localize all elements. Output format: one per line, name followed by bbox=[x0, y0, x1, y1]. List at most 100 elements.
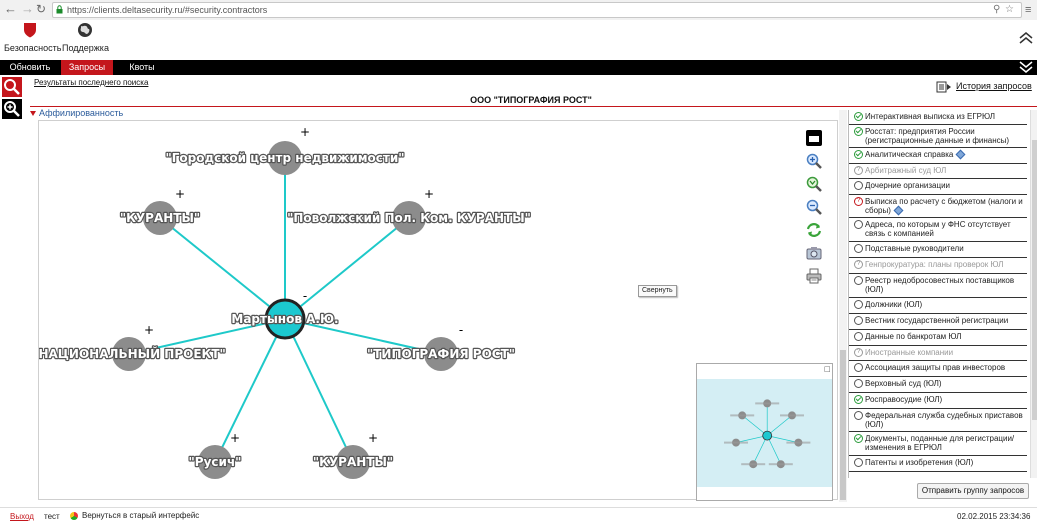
expand-node-icon[interactable]: + bbox=[424, 187, 434, 201]
request-item[interactable]: Вестник государственной регистрации bbox=[849, 314, 1027, 330]
graph-node[interactable] bbox=[336, 445, 370, 479]
radio-circle-icon[interactable] bbox=[854, 181, 863, 190]
graph-node-label[interactable]: "НАЦИОНАЛЬНЫЙ ПРОЕКТ" bbox=[39, 345, 227, 362]
graph-scrollbar-thumb[interactable] bbox=[840, 350, 846, 500]
request-item[interactable]: Подставные руководители bbox=[849, 242, 1027, 258]
graph-node-label[interactable]: "КУРАНТЫ" bbox=[119, 210, 202, 226]
star-icon[interactable]: ☆ bbox=[1005, 4, 1014, 15]
tab-requests[interactable]: Запросы bbox=[61, 60, 113, 75]
request-item[interactable]: Данные по банкротам ЮЛ bbox=[849, 330, 1027, 346]
fullscreen-button[interactable] bbox=[805, 129, 823, 147]
request-item[interactable]: Реестр недобросовестных поставщиков (ЮЛ) bbox=[849, 274, 1027, 298]
key-icon[interactable]: ⚲ bbox=[993, 4, 1001, 15]
question-circle-icon[interactable]: ? bbox=[854, 260, 863, 269]
request-item[interactable]: Интерактивная выписка из ЕГРЮЛ bbox=[849, 110, 1027, 125]
request-item[interactable]: Дочерние организации bbox=[849, 179, 1027, 195]
request-item[interactable]: Росстат: предприятия России (регистрацио… bbox=[849, 125, 1027, 148]
radio-circle-icon[interactable] bbox=[854, 244, 863, 253]
graph-node-label[interactable]: "КУРАНТЫ" bbox=[312, 454, 395, 470]
old-interface-label[interactable]: Вернуться в старый интерфейс bbox=[82, 511, 200, 520]
requests-scrollbar[interactable] bbox=[1030, 110, 1037, 478]
expand-node-icon[interactable]: + bbox=[230, 431, 240, 445]
request-item[interactable]: Документы, поданные для регистрации/изме… bbox=[849, 432, 1027, 456]
minimap-close-icon[interactable]: □ bbox=[824, 365, 831, 373]
request-item[interactable]: ?Арбитражный суд ЮЛ bbox=[849, 164, 1027, 179]
graph-center-label[interactable]: Мартынов А.Ю. bbox=[230, 311, 340, 327]
radio-circle-icon[interactable] bbox=[854, 316, 863, 325]
radio-circle-icon[interactable] bbox=[854, 276, 863, 285]
graph-node[interactable] bbox=[424, 337, 458, 371]
affiliation-section-toggle[interactable]: Аффилированность bbox=[30, 108, 123, 118]
request-item[interactable]: Аналитическая справка bbox=[849, 148, 1027, 164]
expand-node-icon[interactable]: + bbox=[175, 187, 185, 201]
radio-circle-icon[interactable] bbox=[854, 411, 863, 420]
radio-circle-icon[interactable] bbox=[854, 379, 863, 388]
graph-node-label[interactable]: "Поволжский Пол. Ком. КУРАНТЫ" bbox=[286, 210, 532, 226]
graph-node[interactable] bbox=[143, 201, 177, 235]
expand-node-icon[interactable]: + bbox=[300, 125, 310, 139]
graph-node[interactable] bbox=[268, 141, 302, 175]
request-item[interactable]: ?Генпрокуратура: планы проверок ЮЛ bbox=[849, 258, 1027, 274]
info-diamond-icon[interactable] bbox=[893, 205, 904, 216]
request-item[interactable]: Верховный суд (ЮЛ) bbox=[849, 377, 1027, 393]
graph-canvas[interactable]: "Городской центр недвижимости" + "КУРАНТЫ"… bbox=[39, 121, 837, 499]
history-link[interactable]: История запросов bbox=[936, 80, 1032, 96]
zoom-in-button[interactable] bbox=[805, 152, 823, 170]
question-circle-icon[interactable]: ? bbox=[854, 197, 863, 206]
check-circle-icon[interactable] bbox=[854, 395, 863, 404]
radio-circle-icon[interactable] bbox=[854, 458, 863, 467]
send-group-requests-button[interactable]: Отправить группу запросов bbox=[917, 483, 1029, 499]
request-item[interactable]: Федеральная служба судебных приставов (Ю… bbox=[849, 409, 1027, 432]
search-button[interactable] bbox=[2, 77, 22, 97]
info-diamond-icon[interactable] bbox=[955, 149, 966, 160]
request-item[interactable]: Адреса, по которым у ФНС отсутствует свя… bbox=[849, 218, 1027, 242]
request-item[interactable]: ?Выписка по расчету с бюджетом (налоги и… bbox=[849, 195, 1027, 218]
graph-node-label[interactable]: "Городской центр недвижимости" bbox=[164, 150, 405, 166]
check-circle-icon[interactable] bbox=[854, 150, 863, 159]
forward-icon[interactable]: → bbox=[21, 1, 34, 16]
graph-node[interactable] bbox=[112, 337, 146, 371]
radio-circle-icon[interactable] bbox=[854, 300, 863, 309]
last-search-results-link[interactable]: Результаты последнего поиска bbox=[34, 78, 149, 87]
graph-node[interactable] bbox=[198, 445, 232, 479]
check-circle-icon[interactable] bbox=[854, 112, 863, 121]
question-circle-icon[interactable]: ? bbox=[854, 166, 863, 175]
check-circle-icon[interactable] bbox=[854, 434, 863, 443]
request-item[interactable]: ?Иностранные компании bbox=[849, 346, 1027, 361]
tab-refresh[interactable]: Обновить bbox=[9, 62, 51, 72]
url-text[interactable]: https://clients.deltasecurity.ru/#securi… bbox=[67, 5, 268, 15]
back-icon[interactable]: ← bbox=[4, 1, 17, 16]
reload-icon[interactable]: ↻ bbox=[36, 2, 47, 16]
collapse-node-icon[interactable]: - bbox=[459, 323, 463, 337]
graph-node[interactable] bbox=[392, 201, 426, 235]
affiliation-graph[interactable]: "Городской центр недвижимости" + "КУРАНТЫ"… bbox=[38, 120, 838, 500]
request-item[interactable]: Должники (ЮЛ) bbox=[849, 298, 1027, 314]
history-link-label[interactable]: История запросов bbox=[956, 81, 1032, 91]
radio-circle-icon[interactable] bbox=[854, 332, 863, 341]
zoom-fit-button[interactable] bbox=[805, 175, 823, 193]
zoom-out-button[interactable] bbox=[805, 198, 823, 216]
graph-minimap[interactable]: □ bbox=[696, 363, 833, 501]
minimap-canvas[interactable]: □ bbox=[697, 364, 832, 500]
zoom-search-button[interactable] bbox=[2, 99, 22, 119]
chevron-down-icon[interactable] bbox=[1019, 61, 1033, 74]
radio-circle-icon[interactable] bbox=[854, 220, 863, 229]
security-nav[interactable]: Безопасность bbox=[4, 22, 61, 53]
expand-node-icon[interactable]: + bbox=[144, 323, 154, 337]
screenshot-button[interactable] bbox=[805, 244, 823, 262]
print-button[interactable] bbox=[805, 267, 823, 285]
old-interface-link[interactable]: Вернуться в старый интерфейс bbox=[70, 511, 199, 520]
tab-quotas[interactable]: Квоты bbox=[129, 62, 155, 72]
request-item[interactable]: Росправосудие (ЮЛ) bbox=[849, 393, 1027, 409]
request-item[interactable]: Ассоциация защиты прав инвесторов bbox=[849, 361, 1027, 377]
graph-node-label[interactable]: "Русич" bbox=[187, 454, 242, 470]
graph-center-node[interactable] bbox=[264, 298, 306, 340]
expand-node-icon[interactable]: + bbox=[368, 431, 378, 445]
refresh-layout-button[interactable] bbox=[805, 221, 823, 239]
requests-scrollbar-thumb[interactable] bbox=[1032, 140, 1037, 420]
logout-link[interactable]: Выход bbox=[10, 512, 34, 521]
support-nav[interactable]: Поддержка bbox=[62, 22, 109, 53]
question-circle-icon[interactable]: ? bbox=[854, 348, 863, 357]
collapse-node-icon[interactable]: - bbox=[303, 289, 307, 303]
check-circle-icon[interactable] bbox=[854, 127, 863, 136]
